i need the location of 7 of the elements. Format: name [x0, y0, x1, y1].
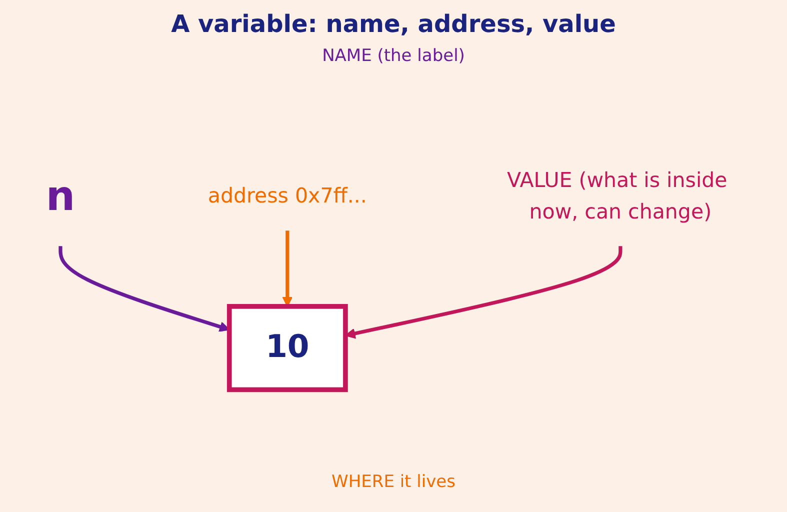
address-note: WHERE it lives — [332, 472, 456, 492]
node-box: 10 — [226, 304, 348, 392]
node-text: n — [46, 172, 76, 221]
name-heading: NAME (the label) — [322, 46, 465, 66]
node-text: VALUE (what is inside now, can change) — [507, 168, 728, 224]
node-text: address 0x7ff... — [208, 184, 367, 208]
diagram-title: A variable: name, address, value — [171, 10, 616, 38]
